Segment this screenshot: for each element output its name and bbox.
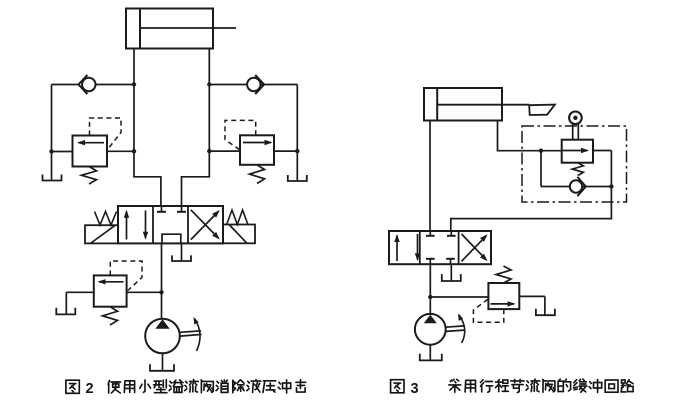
svg-text:3: 3 (411, 381, 419, 397)
svg-text:2: 2 (86, 381, 94, 397)
